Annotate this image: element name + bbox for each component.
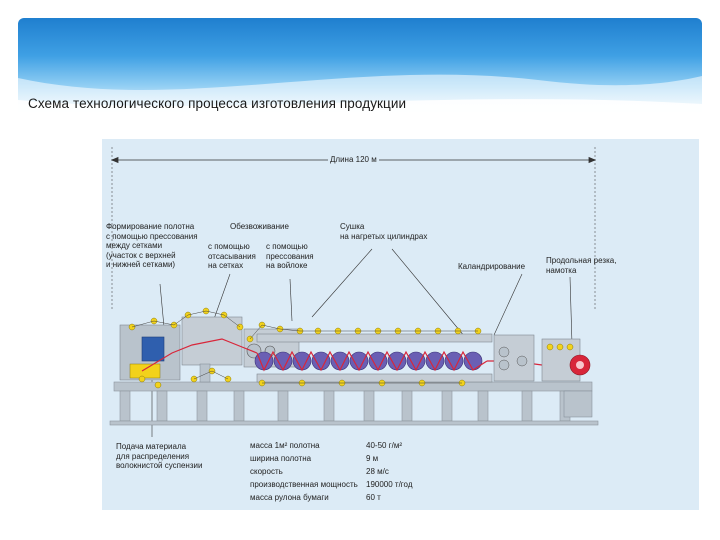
- reel-winder: [541, 338, 593, 418]
- spec-name: масса 1м² полотна: [250, 441, 320, 450]
- stage-label-calendering: Каландрирование: [458, 262, 526, 271]
- spec-name: скорость: [250, 467, 283, 476]
- spec-value: 190000 т/год: [366, 480, 413, 489]
- banner-wave-decoration: [18, 74, 702, 126]
- slide-title: Схема технологического процесса изготовл…: [28, 96, 407, 111]
- stage-label-feed: Подача материала для распределения волок…: [116, 442, 203, 470]
- spec-value: 28 м/с: [366, 467, 389, 476]
- spec-value: 40-50 г/м²: [366, 441, 402, 450]
- drying-section-frame: [256, 333, 493, 383]
- stage-label-dewatering: Обезвоживание: [230, 222, 289, 231]
- stage-label-cutting: Продольная резка, намотка: [546, 256, 617, 275]
- spec-name: масса рулона бумаги: [250, 493, 329, 502]
- stage-label-suction: с помощью отсасывания на сетках: [208, 242, 256, 270]
- stage-label-forming: Формирование полотна с помощью прессован…: [106, 222, 198, 269]
- spec-name: производственная мощность: [250, 480, 358, 489]
- spec-name: ширина полотна: [250, 454, 312, 463]
- machine-frame: [109, 381, 599, 426]
- process-diagram: [109, 147, 599, 437]
- stage-label-drying: Сушка на нагретых цилиндрах: [340, 222, 428, 241]
- spec-value: 60 т: [366, 493, 381, 502]
- callout-leaders: [151, 248, 573, 437]
- calender-stack: [493, 334, 535, 382]
- stage-label-pressing: с помощью прессования на войлоке: [266, 242, 314, 270]
- felt-paths: [131, 310, 478, 384]
- header-banner: [18, 18, 702, 126]
- spec-value: 9 м: [366, 454, 379, 463]
- length-label: Длина 120 м: [328, 155, 379, 164]
- drying-cylinders: [254, 351, 483, 371]
